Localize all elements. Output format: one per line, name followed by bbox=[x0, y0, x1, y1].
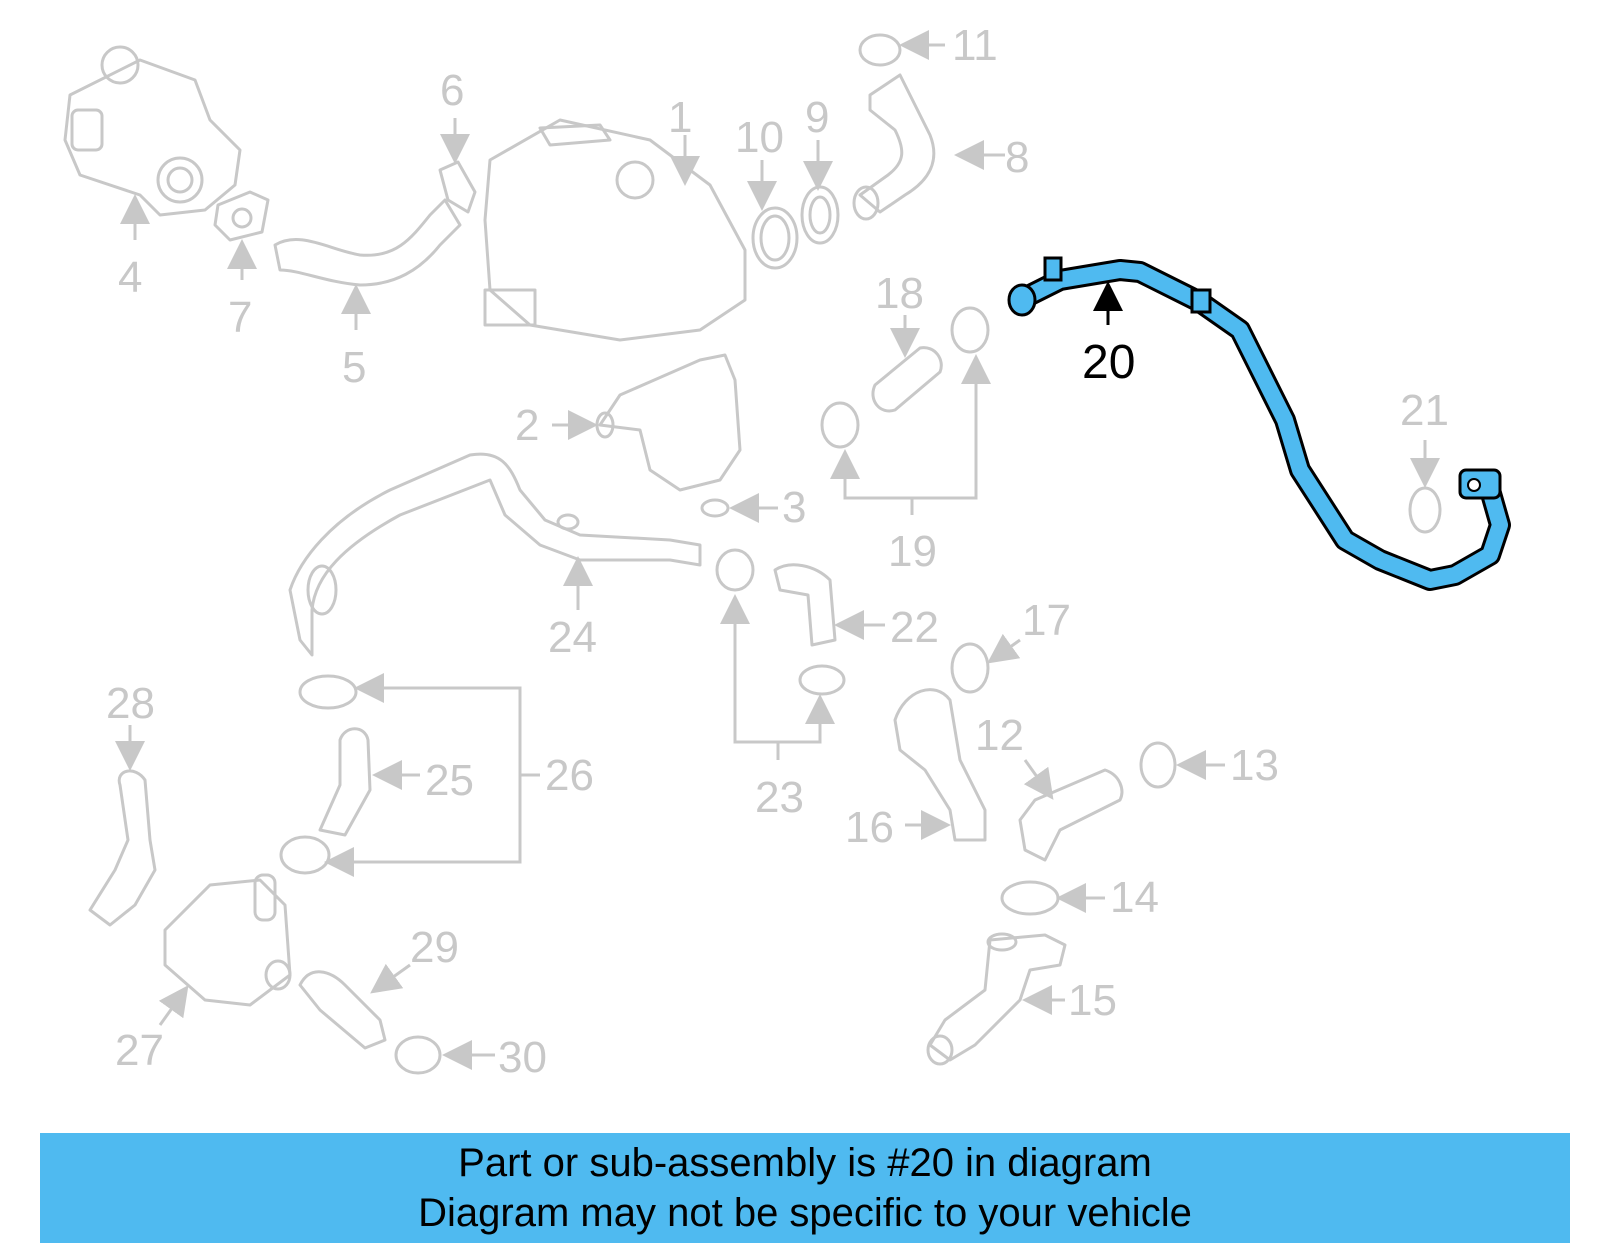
part-4-egr-valve[interactable] bbox=[63, 45, 242, 240]
part-18-hose[interactable] bbox=[871, 315, 943, 413]
part-9-clamp[interactable] bbox=[800, 140, 840, 245]
callout-29: 29 bbox=[410, 923, 459, 972]
callout-22: 22 bbox=[890, 603, 939, 652]
part-24-pipe[interactable] bbox=[288, 452, 702, 657]
callout-6: 6 bbox=[440, 66, 464, 115]
callout-11: 11 bbox=[952, 21, 998, 70]
callout-7: 7 bbox=[228, 293, 252, 342]
callout-12: 12 bbox=[975, 711, 1024, 760]
callout-30: 30 bbox=[498, 1033, 547, 1082]
part-23-clamps[interactable] bbox=[715, 548, 846, 760]
callout-15: 15 bbox=[1068, 976, 1117, 1025]
part-21-oring[interactable] bbox=[1408, 440, 1442, 534]
part-15-fitting[interactable] bbox=[926, 932, 1067, 1066]
part-2-housing[interactable] bbox=[552, 353, 742, 492]
callout-28: 28 bbox=[106, 679, 155, 728]
callout-9: 9 bbox=[805, 93, 829, 142]
part-28-bracket[interactable] bbox=[88, 725, 157, 927]
callout-18: 18 bbox=[875, 269, 924, 318]
callout-17: 17 bbox=[1022, 596, 1071, 645]
part-30-clamp[interactable] bbox=[394, 1035, 495, 1075]
part-10-clamp[interactable] bbox=[747, 160, 799, 270]
part-22-hose[interactable] bbox=[773, 563, 885, 647]
part-5-egr-pipe[interactable] bbox=[273, 198, 462, 330]
info-banner: Part or sub-assembly is #20 in diagram D… bbox=[40, 1133, 1570, 1243]
callout-21: 21 bbox=[1400, 386, 1449, 435]
callout-16: 16 bbox=[845, 803, 894, 852]
callout-13: 13 bbox=[1230, 741, 1279, 790]
part-3-oring[interactable] bbox=[700, 493, 778, 523]
callout-25: 25 bbox=[425, 756, 474, 805]
callout-4: 4 bbox=[118, 253, 142, 302]
callout-14: 14 bbox=[1110, 873, 1159, 922]
callout-23: 23 bbox=[755, 773, 804, 822]
part-8-hose[interactable] bbox=[852, 73, 1005, 221]
callout-10: 10 bbox=[735, 113, 784, 162]
part-29-hose[interactable] bbox=[298, 963, 411, 1050]
callout-19: 19 bbox=[888, 527, 937, 576]
part-19-clamps[interactable] bbox=[820, 306, 991, 515]
callout-2: 2 bbox=[515, 401, 539, 450]
callout-8: 8 bbox=[1005, 133, 1029, 182]
callout-27: 27 bbox=[115, 1026, 164, 1075]
part-13-clamp[interactable] bbox=[1139, 741, 1225, 789]
part-1-cooler[interactable] bbox=[483, 118, 747, 342]
part-17-clamp[interactable] bbox=[950, 633, 1021, 694]
callout-24: 24 bbox=[548, 613, 597, 662]
callout-3: 3 bbox=[782, 483, 806, 532]
callout-20: 20 bbox=[1082, 336, 1135, 389]
part-27-pump[interactable] bbox=[158, 873, 292, 1026]
part-20-coolant-pipe[interactable] bbox=[1007, 256, 1511, 591]
parts-diagram: 1 2 3 4 5 6 7 8 9 10 11 12 13 14 15 16 1… bbox=[63, 21, 1511, 1082]
banner-line-2: Diagram may not be specific to your vehi… bbox=[418, 1191, 1192, 1235]
part-25-hose[interactable] bbox=[318, 727, 420, 837]
callout-26: 26 bbox=[545, 751, 594, 800]
part-11-gasket[interactable] bbox=[858, 30, 945, 67]
banner-line-1: Part or sub-assembly is #20 in diagram bbox=[458, 1141, 1152, 1185]
part-12-hose[interactable] bbox=[1018, 759, 1124, 862]
part-16-hose[interactable] bbox=[893, 688, 987, 842]
part-6-gasket[interactable] bbox=[438, 118, 477, 214]
callout-5: 5 bbox=[342, 343, 366, 392]
part-7-gasket[interactable] bbox=[213, 190, 270, 280]
part-26-clamps[interactable] bbox=[279, 673, 540, 877]
callout-1: 1 bbox=[668, 93, 692, 142]
part-14-clamp[interactable] bbox=[1000, 880, 1105, 916]
